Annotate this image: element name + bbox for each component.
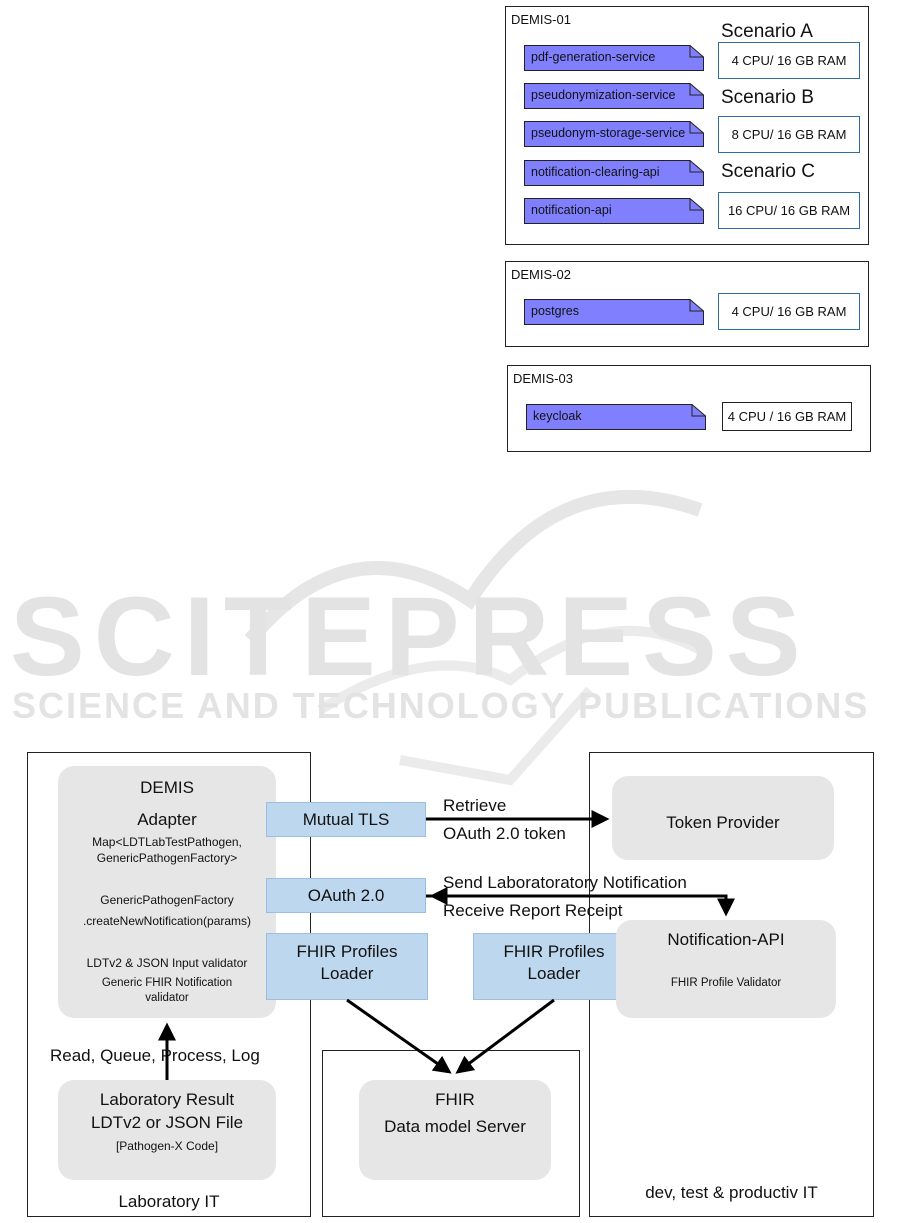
adapter-validator-line1: LDTv2 & JSON Input validator	[86, 956, 248, 970]
host-name: DEMIS-02	[511, 267, 571, 282]
edge-label-receive: Receive Report Receipt	[443, 901, 623, 920]
service-node: keycloak	[526, 404, 706, 430]
service-node-shape	[524, 299, 704, 325]
service-node-shape	[524, 160, 704, 186]
service-label: notification-clearing-api	[531, 165, 660, 179]
fhir-loader-left: FHIR Profiles Loader	[266, 933, 428, 1000]
adapter-map-line1: Map<LDTLabTestPathogen,	[92, 835, 242, 849]
service-node-shape	[524, 45, 704, 71]
resource-box: 16 CPU/ 16 GB RAM	[718, 192, 860, 229]
service-label: postgres	[531, 304, 579, 318]
result-line2: LDTv2 or JSON File	[90, 1113, 244, 1132]
fhir-loader-left-label: FHIR Profiles Loader	[296, 942, 398, 983]
flow-label: Read, Queue, Process, Log	[50, 1046, 260, 1065]
laboratory-result: Laboratory Result LDTv2 or JSON File [Pa…	[58, 1080, 276, 1180]
fhir-loader-right-label: FHIR Profiles Loader	[503, 942, 605, 983]
scenario-label: Scenario A	[721, 21, 813, 42]
mutual-tls-box: Mutual TLS	[266, 802, 426, 837]
arrow-left-loader-to-fhir	[346, 998, 452, 1074]
prod-it-label: dev, test & productiv IT	[645, 1183, 818, 1202]
notification-api: Notification-API FHIR Profile Validator	[616, 920, 836, 1018]
fhir-server-line1: FHIR	[435, 1090, 475, 1109]
service-node-shape	[524, 83, 704, 109]
lab-it-label: Laboratory IT	[118, 1192, 220, 1211]
watermark-title: SCITEPRESS	[10, 574, 810, 699]
host-demis-03: DEMIS-03 keycloak 4 CPU / 16 GB RAM	[507, 365, 871, 452]
fhir-data-model-server: FHIR Data model Server	[359, 1080, 551, 1180]
edge-label-send: Send Laboratoratory Notification	[443, 873, 687, 892]
adapter-validator-line2: Generic FHIR Notification	[101, 977, 233, 989]
adapter-factory-line1: GenericPathogenFactory	[100, 893, 234, 907]
arrow-oauth-to-notification	[426, 894, 735, 917]
service-node: pseudonymization-service	[524, 83, 704, 109]
notification-api-label: Notification-API	[667, 930, 785, 949]
adapter-map-line2: GenericPathogenFactory>	[96, 851, 238, 865]
result-line1: Laboratory Result	[99, 1090, 235, 1109]
service-node-shape	[524, 198, 704, 224]
demis-adapter: DEMIS Adapter Map<LDTLabTestPathogen, Ge…	[58, 766, 276, 1018]
service-node-shape	[524, 121, 704, 147]
adapter-title: DEMIS	[140, 778, 194, 797]
service-label: pseudonym-storage-service	[531, 126, 686, 140]
arrow-right-loader-to-fhir	[455, 998, 555, 1074]
service-label: keycloak	[533, 409, 582, 423]
host-demis-01: DEMIS-01 pdf-generation-service pseudony…	[505, 6, 869, 245]
token-provider: Token Provider	[612, 776, 834, 860]
resource-box: 8 CPU/ 16 GB RAM	[718, 116, 860, 153]
edge-label-oauth-token: OAuth 2.0 token	[443, 824, 566, 843]
watermark-subtitle: SCIENCE AND TECHNOLOGY PUBLICATIONS	[12, 685, 870, 726]
service-label: notification-api	[531, 203, 612, 217]
scenario-label: Scenario C	[721, 161, 815, 182]
fhir-server-line2: Data model Server	[384, 1117, 526, 1136]
service-node: notification-clearing-api	[524, 160, 704, 186]
service-node-shape	[526, 404, 706, 430]
adapter-subtitle: Adapter	[137, 810, 197, 829]
watermark-book-icon	[244, 489, 703, 786]
edge-label-retrieve: Retrieve	[443, 796, 507, 815]
host-demis-02: DEMIS-02 postgres 4 CPU/ 16 GB RAM	[505, 261, 869, 347]
profile-validator-label: FHIR Profile Validator	[670, 977, 782, 989]
watermark	[230, 460, 890, 820]
service-label: pseudonymization-service	[531, 88, 676, 102]
result-line3: [Pathogen-X Code]	[115, 1139, 219, 1153]
service-node: pseudonym-storage-service	[524, 121, 704, 147]
service-node: postgres	[524, 299, 704, 325]
service-node: notification-api	[524, 198, 704, 224]
host-name: DEMIS-01	[511, 12, 571, 27]
oauth-box: OAuth 2.0	[266, 878, 426, 913]
host-name: DEMIS-03	[513, 371, 573, 386]
service-node: pdf-generation-service	[524, 45, 704, 71]
token-provider-label: Token Provider	[666, 813, 780, 832]
scenario-label: Scenario B	[721, 87, 814, 108]
fhir-loader-right: FHIR Profiles Loader	[473, 933, 635, 1000]
service-label: pdf-generation-service	[531, 50, 656, 64]
adapter-validator-line3: validator	[145, 992, 189, 1004]
resource-box: 4 CPU / 16 GB RAM	[722, 402, 852, 431]
adapter-factory-line2: .createNewNotification(params)	[82, 914, 252, 928]
resource-box: 4 CPU/ 16 GB RAM	[718, 42, 860, 79]
resource-box: 4 CPU/ 16 GB RAM	[718, 293, 860, 330]
